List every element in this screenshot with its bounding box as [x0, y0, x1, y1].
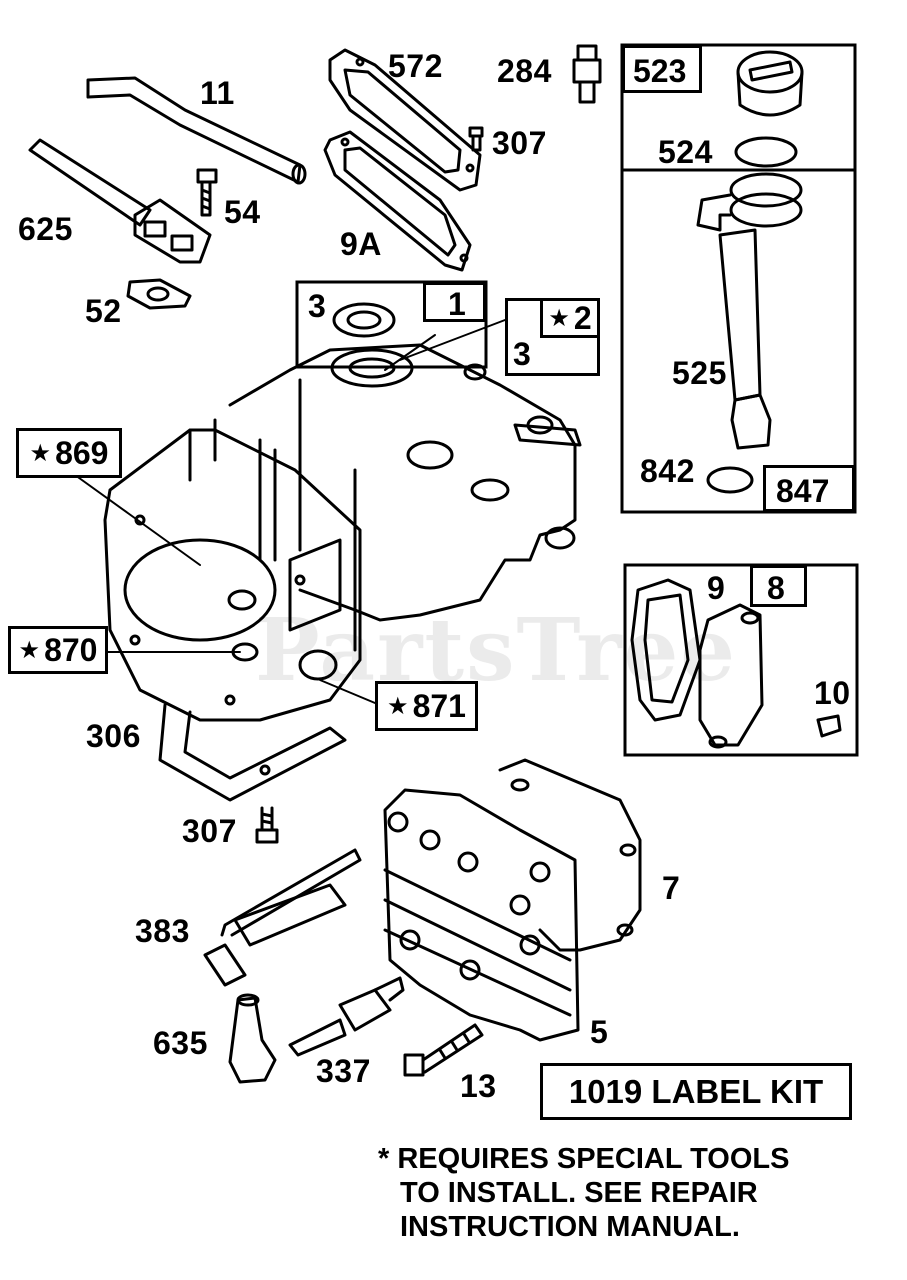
small-parts-drawing: [203, 848, 484, 1084]
label-625: 625: [18, 211, 73, 247]
label-847-box: 847: [763, 465, 855, 512]
small-gasket-drawing: [126, 278, 192, 310]
label-kit-box: 1019 LABEL KIT: [540, 1063, 852, 1120]
label-525: 525: [672, 355, 727, 391]
star-icon: ★: [548, 304, 570, 332]
label-870: 870: [44, 631, 98, 668]
label-13: 13: [460, 1068, 497, 1104]
note-line-2: TO INSTALL. SEE REPAIR: [400, 1177, 758, 1209]
label-523-box: 523: [622, 45, 702, 93]
fuel-pump-drawing: [28, 138, 212, 264]
label-52: 52: [85, 293, 122, 329]
note-line-3: INSTRUCTION MANUAL.: [400, 1211, 740, 1243]
cylinder-block-drawing: [103, 302, 582, 722]
star-icon: ★: [387, 692, 409, 720]
label-9a: 9A: [340, 226, 382, 262]
label-kit-text: 1019 LABEL KIT: [568, 1072, 824, 1110]
dipstick-tube-drawing: [696, 50, 804, 494]
label-524: 524: [658, 134, 713, 170]
label-10: 10: [814, 675, 851, 711]
breather-gasket-drawing: [323, 48, 482, 272]
label-871: 871: [412, 687, 466, 724]
label-869-box: ★869: [16, 428, 122, 478]
label-307-top: 307: [492, 125, 547, 161]
label-9: 9: [707, 570, 726, 606]
crankcase-gasket-drawing: [158, 703, 347, 802]
label-869: 869: [55, 434, 109, 471]
label-54: 54: [224, 194, 261, 230]
special-tools-note: * REQUIRES SPECIAL TOOLS TO INSTALL. SEE…: [378, 1142, 789, 1244]
label-842: 842: [640, 453, 695, 489]
label-8-box: 8: [750, 565, 807, 607]
lower-screw-drawing: [255, 806, 279, 844]
label-870-box: ★870: [8, 626, 108, 674]
label-847: 847: [776, 473, 830, 509]
note-line-1: * REQUIRES SPECIAL TOOLS: [378, 1143, 790, 1175]
label-5: 5: [590, 1014, 609, 1050]
label-11: 11: [200, 75, 235, 111]
label-2: 2: [573, 299, 592, 336]
label-307-bottom: 307: [182, 813, 237, 849]
cylinder-head-drawing: [383, 758, 642, 1042]
label-1-box: 1: [423, 282, 486, 322]
screw-drawing: [196, 168, 218, 217]
valve-cover-kit-box: [623, 563, 859, 757]
label-284: 284: [497, 53, 552, 89]
label-383: 383: [135, 913, 190, 949]
dipstick-kit-box: [620, 43, 857, 514]
label-7: 7: [662, 870, 681, 906]
label-572: 572: [388, 48, 443, 84]
label-871-box: ★871: [375, 681, 478, 731]
label-337: 337: [316, 1053, 371, 1089]
valve-cover-drawing: [630, 578, 842, 749]
label-523: 523: [633, 53, 687, 89]
seal-kit-box: [295, 280, 488, 369]
fitting-drawing: [468, 44, 602, 152]
label-8: 8: [767, 570, 785, 606]
label-3-kit: 3: [513, 336, 532, 372]
star-icon: ★: [29, 439, 52, 467]
label-635: 635: [153, 1025, 208, 1061]
star-icon: ★: [18, 636, 41, 664]
label-306: 306: [86, 718, 141, 754]
label-3-seal: 3: [308, 288, 327, 324]
label-2-box: ★2: [540, 298, 600, 338]
watermark: PartsTree: [255, 600, 738, 701]
label-1: 1: [448, 286, 466, 322]
breather-tube-drawing: [86, 76, 307, 185]
